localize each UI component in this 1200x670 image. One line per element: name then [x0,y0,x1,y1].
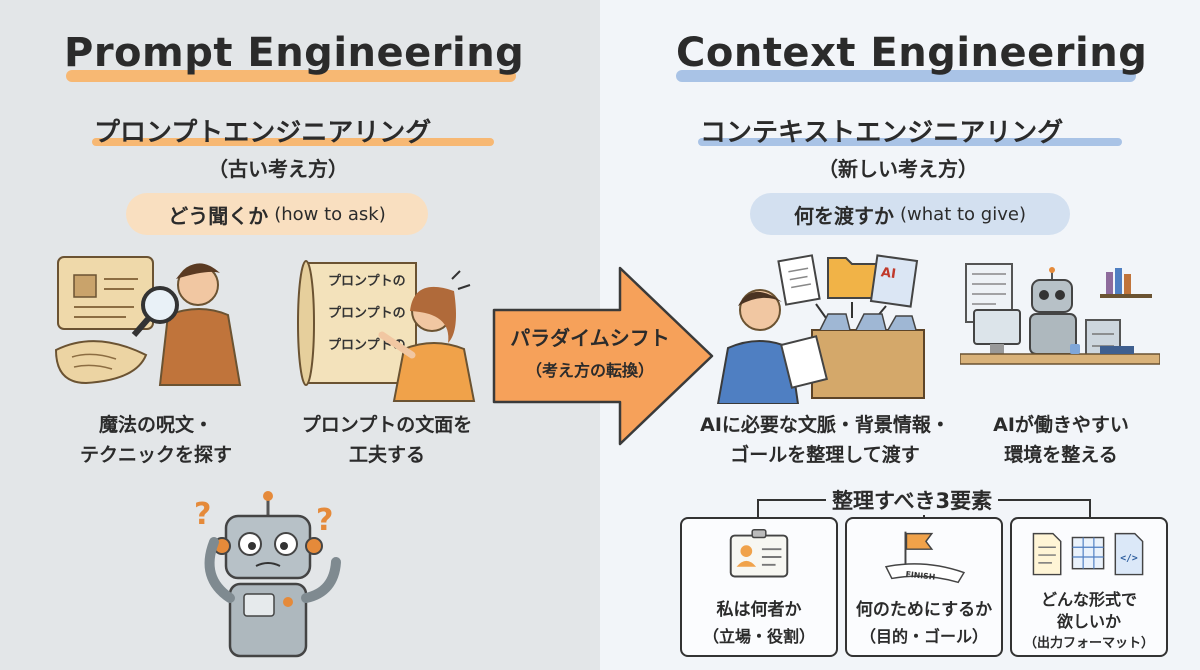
arrow-label-main: パラダイムシフト [510,326,670,350]
element-card-role: 私は何者か （立場・役割） [680,517,838,657]
card-line: 欲しいか [1056,612,1121,631]
left-note: （古い考え方） [208,157,348,181]
right-title: Context Engineering [676,30,1148,76]
caption-line: 工夫する [348,444,425,466]
pill-main-text: どう聞くか [168,203,269,228]
title-highlight [676,70,1136,82]
caption-line: 魔法の呪文・ [98,414,213,436]
left-caption-2: プロンプトの文面を 工夫する [282,410,492,470]
organize-files-illustration: AI [716,254,925,404]
subtitle-underline [92,138,494,146]
pill-main-text: 何を渡すか [794,203,895,228]
card-title: どんな形式で 欲しいか （出力フォーマット） [1012,589,1166,655]
svg-text:</>: </> [1120,553,1138,564]
card-title: 私は何者か [716,600,802,620]
finish-flag-icon: FINISH [884,531,966,584]
caption-line: プロンプトの文面を [301,414,473,436]
right-caption-1: AIに必要な文脈・背景情報・ ゴールを整理して渡す [680,410,970,470]
card-line: どんな形式で [1040,590,1137,609]
right-arrow-icon [492,266,714,446]
arrow-label-sub: （考え方の転換） [525,361,654,380]
confused-robot-illustration: ? ? [194,491,341,658]
svg-text:?: ? [316,503,333,538]
svg-text:AI: AI [880,265,897,282]
finish-banner-text: FINISH [905,570,936,582]
right-caption-2: AIが働きやすい 環境を整える [966,410,1156,470]
card-line: （出力フォーマット） [1023,636,1154,651]
subtitle-underline [698,138,1122,146]
id-card-icon [729,528,789,578]
scroll-line: プロンプトの [328,274,406,289]
right-pill-what-to-give: 何を渡すか (what to give) [750,193,1070,235]
right-subtitle: コンテキストエンジニアリング [700,118,1064,148]
title-highlight [66,70,516,82]
left-caption-1: 魔法の呪文・ テクニックを探す [56,410,256,470]
card-subtitle: （立場・役割） [702,627,815,646]
card-subtitle: （目的・ゴール） [859,627,988,646]
svg-text:?: ? [194,497,211,532]
left-pill-how-to-ask: どう聞くか (how to ask) [126,193,428,235]
magnifying-glass-scroll-illustration [54,256,242,386]
caption-line: テクニックを探す [79,444,232,466]
prompt-scroll-illustration: プロンプトの プロンプトの プロンプトの [297,260,476,402]
file-formats-icon: </> [1032,532,1144,576]
right-note: （新しい考え方） [818,157,978,181]
robot-workspace-illustration [960,263,1160,365]
arrow-label: パラダイムシフト （考え方の転換） [506,322,674,381]
caption-line: ゴールを整理して渡す [730,444,920,466]
scroll-line: プロンプトの [328,306,406,321]
element-card-format: </> どんな形式で 欲しいか （出力フォーマット） [1010,517,1168,657]
left-title: Prompt Engineering [64,30,525,76]
caption-line: AIに必要な文脈・背景情報・ [700,414,950,436]
pill-english-text: (how to ask) [274,203,386,225]
pill-english-text: (what to give) [900,203,1026,225]
caption-line: AIが働きやすい [993,414,1129,436]
element-card-goal: FINISH 何のためにするか （目的・ゴール） [845,517,1003,657]
caption-line: 環境を整える [1004,444,1118,466]
left-subtitle: プロンプトエンジニアリング [94,118,432,148]
three-elements-title: 整理すべき3要素 [826,485,999,515]
paradigm-shift-arrow: パラダイムシフト （考え方の転換） [488,262,718,450]
card-title: 何のためにするか [855,600,993,620]
